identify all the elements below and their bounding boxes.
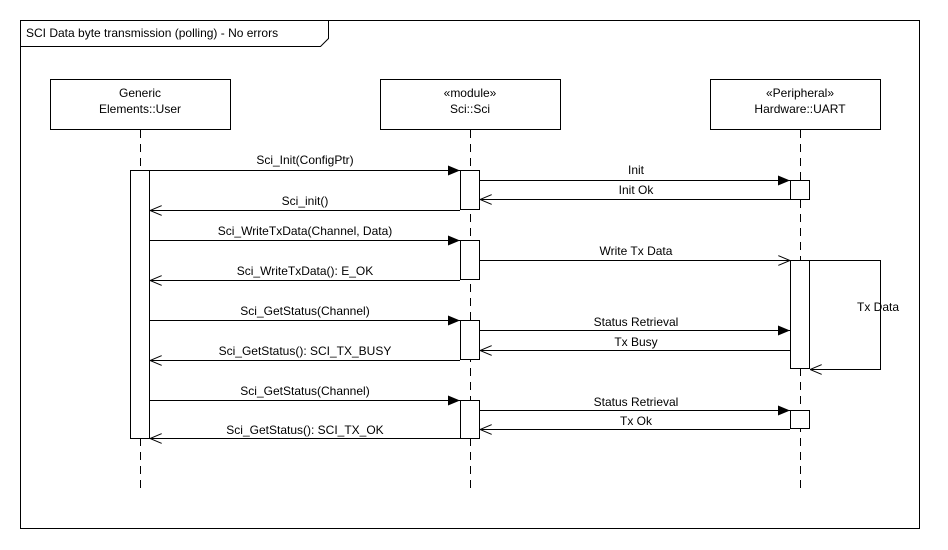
message-label: Sci_init() (282, 194, 329, 208)
lifeline-uart-label-2: Hardware::UART (754, 102, 846, 116)
activation-bar-sci-1 (460, 170, 480, 210)
message-label: Sci_GetStatus(): SCI_TX_BUSY (219, 344, 392, 358)
activation-bar-sci-4 (460, 400, 480, 439)
message-label: Write Tx Data (600, 244, 673, 258)
message-init: Init (480, 163, 790, 186)
lifeline-sci: «module» Sci::Sci (380, 79, 561, 490)
message-label: Sci_GetStatus(Channel) (240, 384, 369, 398)
lifeline-user-head[interactable] (50, 79, 231, 130)
message-label: Sci_Init(ConfigPtr) (256, 153, 353, 167)
lifeline-user-label-1: Generic (119, 86, 161, 100)
lifeline-sci-head[interactable] (380, 79, 561, 130)
message-label: Init (628, 163, 645, 177)
message-label: Status Retrieval (594, 395, 679, 409)
activation-bar-user (130, 170, 150, 439)
message-label: Tx Busy (614, 335, 657, 349)
activation-bar-uart-1 (790, 180, 810, 200)
message-label: Tx Ok (620, 414, 653, 428)
activation-bar-sci-3 (460, 320, 480, 360)
message-get-status-ok-reply: Sci_GetStatus(): SCI_TX_OK (150, 423, 460, 439)
message-label: Sci_WriteTxData(Channel, Data) (218, 224, 393, 238)
message-label: Sci_GetStatus(Channel) (240, 304, 369, 318)
message-get-status-busy-reply: Sci_GetStatus(): SCI_TX_BUSY (150, 344, 460, 361)
message-label: Tx Data (857, 300, 899, 314)
message-get-status-1: Sci_GetStatus(Channel) (150, 304, 460, 326)
message-sci-init: Sci_Init(ConfigPtr) (150, 153, 460, 176)
lifeline-sci-label-2: Sci::Sci (450, 102, 490, 116)
lifeline-uart-head[interactable] (710, 79, 881, 130)
frame-title-tab (20, 20, 329, 47)
message-label: Sci_GetStatus(): SCI_TX_OK (226, 423, 383, 437)
activation-bar-uart-3 (790, 410, 810, 429)
lifeline-user-label-2: Elements::User (99, 102, 181, 116)
message-label: Init Ok (619, 183, 655, 197)
activation-bar-sci-2 (460, 240, 480, 280)
message-get-status-2: Sci_GetStatus(Channel) (150, 384, 460, 406)
activation-bar-uart-2 (790, 260, 810, 369)
message-tx-data-self: Tx Data (810, 260, 899, 370)
diagram-frame: SCI Data byte transmission (polling) - N… (20, 20, 920, 529)
message-label: Status Retrieval (594, 315, 679, 329)
message-status-retrieval-1: Status Retrieval (480, 315, 790, 336)
message-write-tx-data-uart: Write Tx Data (480, 244, 790, 261)
lifeline-uart-label-1: «Peripheral» (766, 86, 834, 100)
frame-title: SCI Data byte transmission (polling) - N… (26, 26, 278, 40)
message-write-tx-data-reply: Sci_WriteTxData(): E_OK (150, 264, 460, 281)
message-init-ok: Init Ok (480, 183, 790, 200)
message-write-tx-data: Sci_WriteTxData(Channel, Data) (150, 224, 460, 246)
message-tx-busy: Tx Busy (480, 335, 790, 351)
lifeline-sci-label-1: «module» (444, 86, 497, 100)
message-label: Sci_WriteTxData(): E_OK (237, 264, 373, 278)
message-sci-init-reply: Sci_init() (150, 194, 460, 211)
lifeline-user: Generic Elements::User (50, 79, 231, 490)
message-status-retrieval-2: Status Retrieval (480, 395, 790, 416)
message-tx-ok: Tx Ok (480, 414, 790, 430)
lifeline-uart: «Peripheral» Hardware::UART (710, 79, 881, 490)
